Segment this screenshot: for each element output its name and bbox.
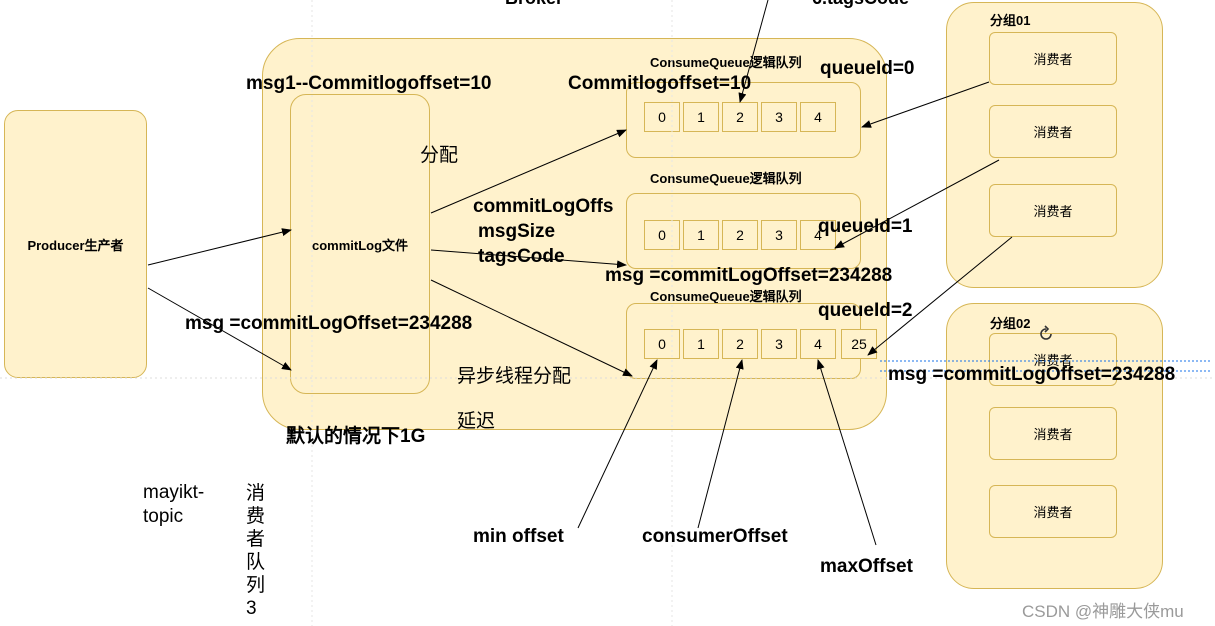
commitlog-offset-10-label: Commitlogoffset=10: [568, 73, 752, 94]
arrow-producer-to-commitlog[interactable]: [147, 228, 292, 266]
csdn-watermark: CSDN @神雕大侠mu: [1022, 602, 1184, 621]
consumer-label: 消费者: [1033, 427, 1073, 442]
queue2-cell[interactable]: 1: [683, 329, 719, 359]
queue1-cell[interactable]: 1: [683, 220, 719, 250]
arrow-producer-to-commitlog-lower[interactable]: [147, 287, 292, 371]
default-1g-label: 默认的情况下1G: [286, 426, 426, 447]
arrow-consumer-to-queue2[interactable]: [867, 236, 1013, 356]
producer-label: Producer生产者: [27, 237, 124, 253]
group01-consumer[interactable]: 消费者: [989, 184, 1117, 237]
arrow-min-offset[interactable]: [577, 359, 658, 529]
queue1-cell[interactable]: 2: [722, 220, 758, 250]
consumer-queue-vertical-label: 消 费 者 队 列 3: [246, 482, 265, 620]
queue1-cell[interactable]: 4: [800, 220, 836, 250]
queue0-cell[interactable]: 3: [761, 102, 797, 132]
arrow-commitlog-to-queue2[interactable]: [430, 279, 633, 377]
queue2-cell[interactable]: 0: [644, 329, 680, 359]
vertical-char: 消: [246, 483, 266, 504]
max-offset-label: maxOffset: [820, 556, 913, 577]
queueid-2-label: queueId=2: [818, 300, 913, 321]
consumer-label: 消费者: [1033, 125, 1073, 140]
topic-label-line2: topic: [143, 506, 184, 527]
queue1-cell[interactable]: 0: [644, 220, 680, 250]
queue2-cell[interactable]: 4: [800, 329, 836, 359]
queueid-0-label: queueId=0: [820, 58, 915, 79]
group01-title: 分组01: [990, 13, 1031, 28]
vertical-char: 队: [246, 552, 266, 573]
commitlog-node[interactable]: commitLog文件: [290, 94, 430, 394]
consumer-label: 消费者: [1033, 204, 1073, 219]
commitlogoffs-label: commitLogOffs: [473, 196, 614, 217]
vertical-char: 者: [246, 529, 266, 550]
queue2-cell[interactable]: 25: [841, 329, 877, 359]
consumer-label: 消费者: [1033, 52, 1073, 67]
arrow-top-to-queue0-cell2[interactable]: [738, 0, 769, 103]
async-assign-label: 异步线程分配: [457, 366, 572, 387]
assign-label: 分配: [420, 145, 459, 166]
msg-offset-left-label: msg =commitLogOffset=234288: [185, 313, 473, 334]
arrow-max-offset[interactable]: [816, 359, 877, 546]
producer-node[interactable]: Producer生产者: [4, 110, 147, 378]
refresh-icon[interactable]: [1037, 325, 1055, 343]
group01-consumer[interactable]: 消费者: [989, 32, 1117, 85]
group01-consumer[interactable]: 消费者: [989, 105, 1117, 158]
msg-offset-right-label: msg =commitLogOffset=234288: [888, 364, 1176, 385]
msg1-offset-label: msg1--Commitlogoffset=10: [246, 73, 492, 94]
group02-consumer[interactable]: 消费者: [989, 485, 1117, 538]
min-offset-label: min offset: [473, 526, 564, 547]
tagscode-top-label: 6.tagsCode: [812, 0, 909, 9]
queue0-cell[interactable]: 4: [800, 102, 836, 132]
group02-consumer[interactable]: 消费者: [989, 407, 1117, 460]
consumer-offset-label: consumerOffset: [642, 526, 788, 547]
msgsize-label: msgSize: [478, 221, 556, 242]
arrow-consumer-to-queue0[interactable]: [861, 81, 990, 128]
arrow-consumer-to-queue1[interactable]: [834, 159, 1000, 249]
vertical-char: 列: [246, 575, 266, 596]
arrow-consumer-offset[interactable]: [697, 359, 744, 529]
arrow-commitlog-to-queue0[interactable]: [430, 129, 627, 214]
queue2-title: ConsumeQueue逻辑队列: [650, 289, 802, 304]
topic-label-line1: mayikt-: [143, 482, 205, 503]
queueid-1-label: queueId=1: [818, 216, 913, 237]
group02-title: 分组02: [990, 316, 1031, 331]
queue0-cell[interactable]: 0: [644, 102, 680, 132]
broker-label: Broker: [505, 0, 563, 9]
delay-label: 延迟: [457, 411, 496, 432]
queue2-cell[interactable]: 3: [761, 329, 797, 359]
queue2-cell[interactable]: 2: [722, 329, 758, 359]
consumer-label: 消费者: [1033, 505, 1073, 520]
vertical-char: 3: [246, 598, 257, 619]
group02-consumer[interactable]: 消费者: [989, 333, 1117, 386]
arrow-commitlog-to-queue1[interactable]: [430, 249, 627, 269]
queue1-cell[interactable]: 3: [761, 220, 797, 250]
msg-offset-middle-label: msg =commitLogOffset=234288: [605, 265, 893, 286]
queue1-title: ConsumeQueue逻辑队列: [650, 171, 802, 186]
commitlog-label: commitLog文件: [311, 237, 409, 253]
vertical-char: 费: [246, 506, 266, 527]
tagscode-label: tagsCode: [478, 246, 565, 267]
queue0-cell[interactable]: 1: [683, 102, 719, 132]
queue0-title: ConsumeQueue逻辑队列: [650, 55, 802, 70]
